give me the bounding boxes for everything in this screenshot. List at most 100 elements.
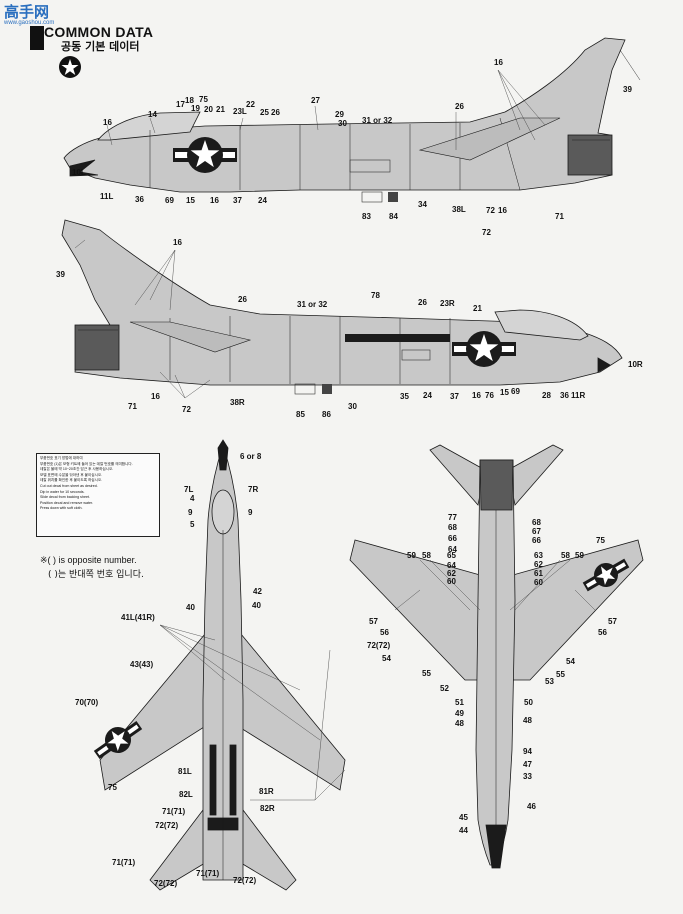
instruction-line: 데칼은 물에 약 10~20초간 담근 후 사용하십시오. <box>40 467 114 472</box>
callout: 11R <box>571 391 586 400</box>
callout: 41L(41R) <box>121 613 155 622</box>
callout: 23R <box>440 299 455 308</box>
callout: 51 <box>455 698 464 707</box>
callout: 16 <box>494 58 503 67</box>
callout: 76 <box>485 391 494 400</box>
callout: 37 <box>450 392 459 401</box>
callout: 48 <box>523 716 532 725</box>
callout: 15 <box>500 388 509 397</box>
callout: 63 <box>534 551 543 560</box>
callout: 18 <box>185 96 194 105</box>
callout: 7R <box>248 485 259 494</box>
watermark-logo: 高手网 www.gaoshou.com <box>4 4 64 34</box>
callout: 38L <box>452 205 466 214</box>
callout: 71 <box>555 212 564 221</box>
callout: 59 <box>575 551 584 560</box>
instruction-line: 데칼 위치를 확인한 후 붙이도록 하십시오. <box>40 478 103 483</box>
callout: 75 <box>596 536 605 545</box>
header-black-bar <box>30 26 44 50</box>
callout: 67 <box>532 527 541 536</box>
callout: 85 <box>296 410 305 419</box>
callout: 20 <box>204 105 213 114</box>
callout: 55 <box>422 669 431 678</box>
callout: 60 <box>447 577 456 586</box>
callout: 24 <box>423 391 432 400</box>
callout: 46 <box>527 802 536 811</box>
national-insignia-top <box>173 137 237 173</box>
instruction-line: Position decal and remove water. <box>40 500 93 505</box>
callout: 10R <box>628 360 643 369</box>
callout: 66 <box>532 536 541 545</box>
callout: 39 <box>623 85 632 94</box>
callout: 78 <box>371 291 380 300</box>
callout: 16 <box>103 118 112 127</box>
callout: 39 <box>56 270 65 279</box>
star-insignia-icon <box>59 56 81 78</box>
callout: 82R <box>260 804 275 813</box>
callout: 28 <box>542 391 551 400</box>
callout: 68 <box>448 523 457 532</box>
callout: 9 <box>188 508 193 517</box>
callout: 84 <box>389 212 398 221</box>
callout: 30 <box>338 119 347 128</box>
callout: 72(72) <box>233 876 257 885</box>
callout: 57 <box>608 617 617 626</box>
callout: 55 <box>556 670 565 679</box>
callout: 53 <box>545 677 554 686</box>
callout: 71(71) <box>162 807 186 816</box>
callout: 54 <box>566 657 575 666</box>
opposite-note-kr: ( )는 반대쪽 번호 입니다. <box>48 570 144 580</box>
decal-instructions-box: 부품번호 표기 방법에 대하여 부품번호 (1)은 모형 키트에 들어 있는 데… <box>36 453 160 537</box>
callout: 33 <box>523 772 532 781</box>
callout: 62 <box>447 569 456 578</box>
callout: 42 <box>253 587 262 596</box>
callout: 58 <box>422 551 431 560</box>
callout: 83 <box>362 212 371 221</box>
instruction-line: 모델 표면에 수분을 닦아낸 후 붙이십시오. <box>40 472 103 477</box>
callout: 35 <box>400 392 409 401</box>
callout: 45 <box>459 813 468 822</box>
callout: 7L <box>184 485 194 494</box>
instruction-line: 부품번호 (1)은 모형 키트에 들어 있는 데칼 번호를 의미합니다. <box>40 461 133 466</box>
callout: 44 <box>459 826 468 835</box>
callout: 21 <box>473 304 482 313</box>
callout: 40 <box>252 601 261 610</box>
callout: 4 <box>190 494 195 503</box>
callout: 40 <box>186 603 195 612</box>
callout: 36 <box>135 195 144 204</box>
instruction-line: Cut out decal from sheet as desired. <box>40 483 98 488</box>
page-title: COMMON DATA <box>44 24 154 40</box>
callout: 43(43) <box>130 660 154 669</box>
callout: 26 <box>271 108 280 117</box>
callout: 17 <box>176 100 185 109</box>
callout: 14 <box>148 110 157 119</box>
callout: 81L <box>178 767 192 776</box>
callout: 72(72) <box>154 879 178 888</box>
wing-insignia-bottom <box>582 558 630 592</box>
callout: 54 <box>382 654 391 663</box>
callout: 75 <box>199 95 208 104</box>
callout: 31 or 32 <box>362 116 393 125</box>
callout: 27 <box>311 96 320 105</box>
callout: 21 <box>216 105 225 114</box>
national-insignia-bottom <box>452 331 516 367</box>
callout: 81R <box>259 787 274 796</box>
callout: 26 <box>238 295 247 304</box>
callout: 9 <box>248 508 253 517</box>
callout: 77 <box>448 513 457 522</box>
callout: 62 <box>534 560 543 569</box>
callout: 48 <box>455 719 464 728</box>
callout: 72 <box>482 228 491 237</box>
callout: 56 <box>380 628 389 637</box>
callout: 16 <box>210 196 219 205</box>
fuselage-stripe-78 <box>345 334 450 342</box>
callout: 59 <box>407 551 416 560</box>
callout: 49 <box>455 709 464 718</box>
callout: 38R <box>230 398 245 407</box>
callout: 57 <box>369 617 378 626</box>
callout: 60 <box>534 578 543 587</box>
callout: 36 <box>560 391 569 400</box>
callout: 94 <box>523 747 532 756</box>
watermark-brand: 高手网 <box>4 3 50 21</box>
